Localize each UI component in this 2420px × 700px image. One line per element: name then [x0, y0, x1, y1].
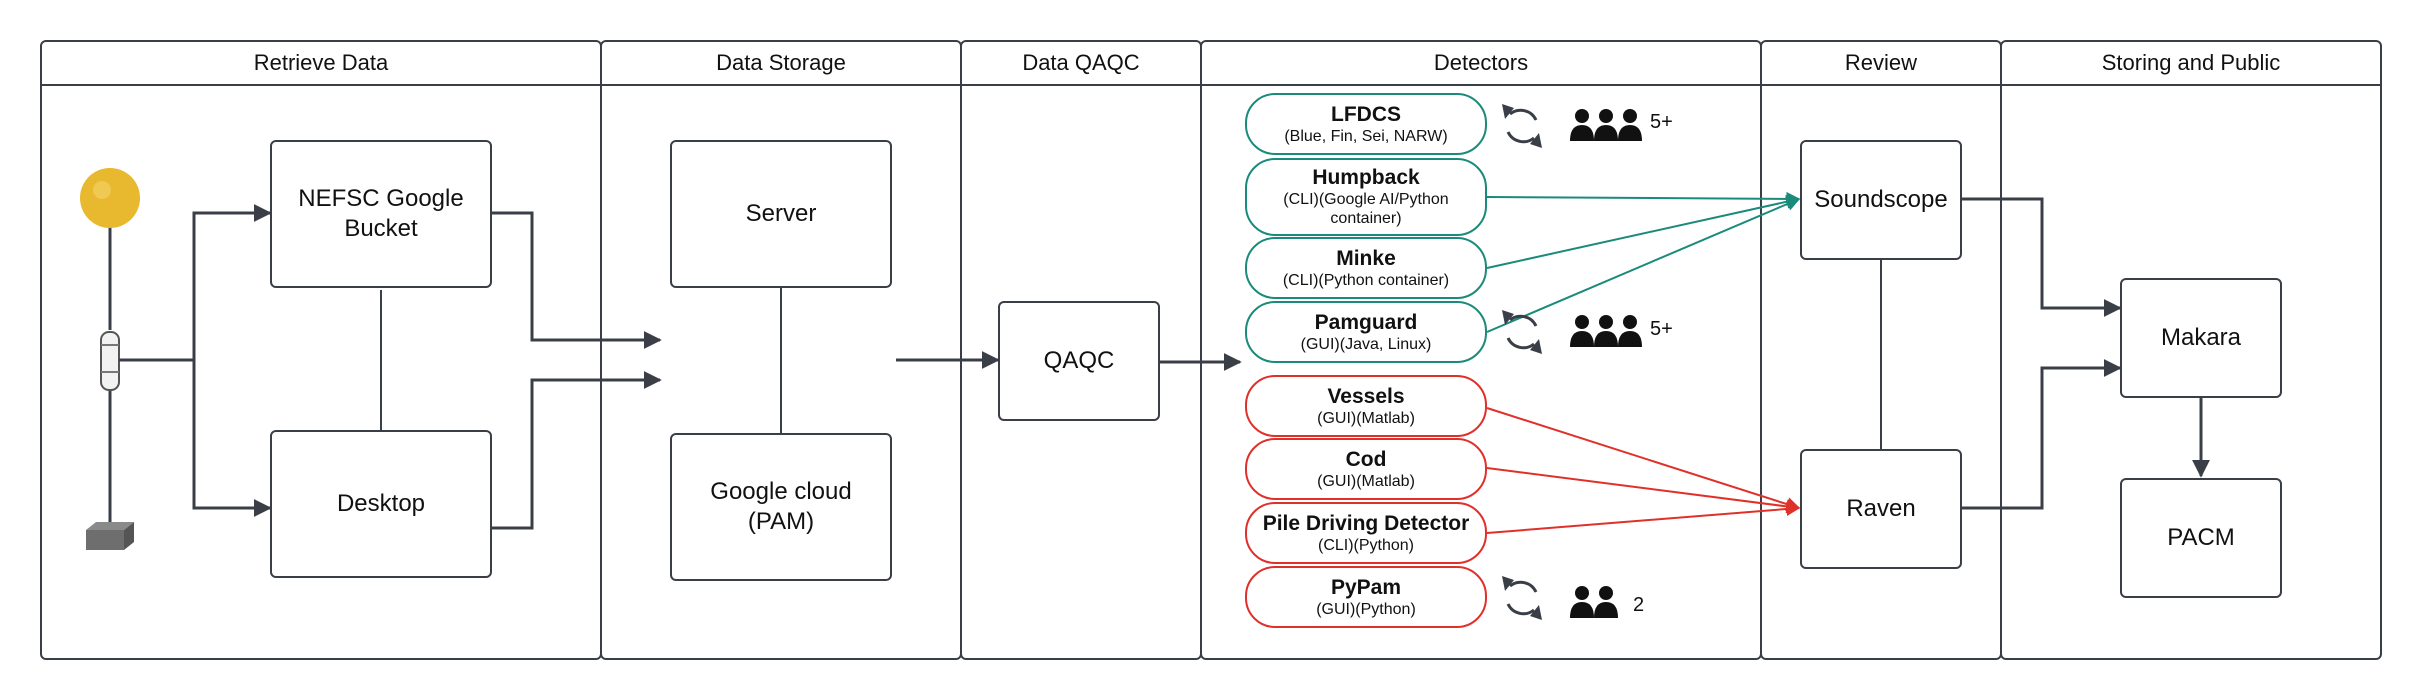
detector-name: Minke — [1336, 246, 1396, 270]
buoy-icon — [80, 168, 140, 228]
user-count-pamguard: 5+ — [1650, 318, 1673, 340]
lane-title: Detectors — [1202, 42, 1760, 86]
detector-details: (GUI)(Python) — [1316, 600, 1416, 618]
detector-details: (GUI)(Matlab) — [1317, 472, 1415, 490]
detector-name: PyPam — [1330, 575, 1402, 599]
soundscope-box[interactable]: Soundscope — [1800, 140, 1962, 260]
user-count-pypam: 2 — [1633, 594, 1645, 616]
lane-title: Storing and Public — [2002, 42, 2380, 86]
hydrophone-icon — [100, 331, 120, 391]
google-cloud-box[interactable]: Google cloud (PAM) — [670, 433, 892, 581]
box-label: Raven — [1846, 495, 1916, 522]
qaqc-box[interactable]: QAQC — [998, 301, 1160, 421]
box-label: Soundscope — [1814, 186, 1948, 213]
refresh-icon — [1502, 310, 1542, 354]
detector-lfdcs[interactable]: LFDCS (Blue, Fin, Sei, NARW) — [1245, 93, 1487, 155]
server-box[interactable]: Server — [670, 140, 892, 288]
detector-name: Pile Driving Detector — [1262, 511, 1470, 535]
detector-name: Pamguard — [1314, 310, 1418, 334]
box-label: NEFSC Google Bucket — [298, 185, 464, 242]
lane-title: Data QAQC — [962, 42, 1200, 86]
detector-details: (GUI)(Java, Linux) — [1300, 335, 1432, 353]
raven-box[interactable]: Raven — [1800, 449, 1962, 569]
detector-name: Vessels — [1327, 384, 1405, 408]
detector-cod[interactable]: Cod (GUI)(Matlab) — [1245, 438, 1487, 500]
lane-title: Data Storage — [602, 42, 960, 86]
detector-name: Cod — [1345, 447, 1387, 471]
refresh-icon — [1502, 576, 1542, 620]
anchor-weight-icon — [86, 522, 134, 550]
users-icon — [1570, 586, 1618, 618]
detector-minke[interactable]: Minke (CLI)(Python container) — [1245, 237, 1487, 299]
refresh-icon — [1502, 104, 1542, 148]
detector-details: (CLI)(Google AI/Python container) — [1283, 191, 1449, 227]
box-label: Google cloud (PAM) — [710, 478, 852, 535]
detector-humpback[interactable]: Humpback (CLI)(Google AI/Python containe… — [1245, 158, 1487, 236]
nefsc-google-bucket-box[interactable]: NEFSC Google Bucket — [270, 140, 492, 288]
box-label: Makara — [2160, 324, 2242, 351]
user-count-lfdcs: 5+ — [1650, 111, 1673, 133]
lane-title: Review — [1762, 42, 2000, 86]
detector-details: (GUI)(Matlab) — [1317, 409, 1415, 427]
detector-details: (CLI)(Python) — [1317, 536, 1415, 554]
lane-title: Retrieve Data — [42, 42, 600, 86]
makara-box[interactable]: Makara — [2120, 278, 2282, 398]
detector-details: (CLI)(Python container) — [1282, 271, 1450, 289]
box-label: QAQC — [1043, 347, 1115, 374]
box-label: Desktop — [336, 490, 426, 517]
users-icon — [1570, 109, 1642, 141]
detector-vessels[interactable]: Vessels (GUI)(Matlab) — [1245, 375, 1487, 437]
users-icon — [1570, 315, 1642, 347]
detector-pypam[interactable]: PyPam (GUI)(Python) — [1245, 566, 1487, 628]
mooring — [80, 168, 140, 550]
detector-name: LFDCS — [1331, 102, 1401, 126]
box-label: Server — [745, 200, 817, 227]
pacm-box[interactable]: PACM — [2120, 478, 2282, 598]
desktop-box[interactable]: Desktop — [270, 430, 492, 578]
box-label: PACM — [2167, 524, 2235, 551]
detector-name: Humpback — [1312, 166, 1420, 189]
detector-pamguard[interactable]: Pamguard (GUI)(Java, Linux) — [1245, 301, 1487, 363]
detector-pile-driving[interactable]: Pile Driving Detector (CLI)(Python) — [1245, 502, 1487, 564]
detector-details: (Blue, Fin, Sei, NARW) — [1284, 127, 1448, 145]
